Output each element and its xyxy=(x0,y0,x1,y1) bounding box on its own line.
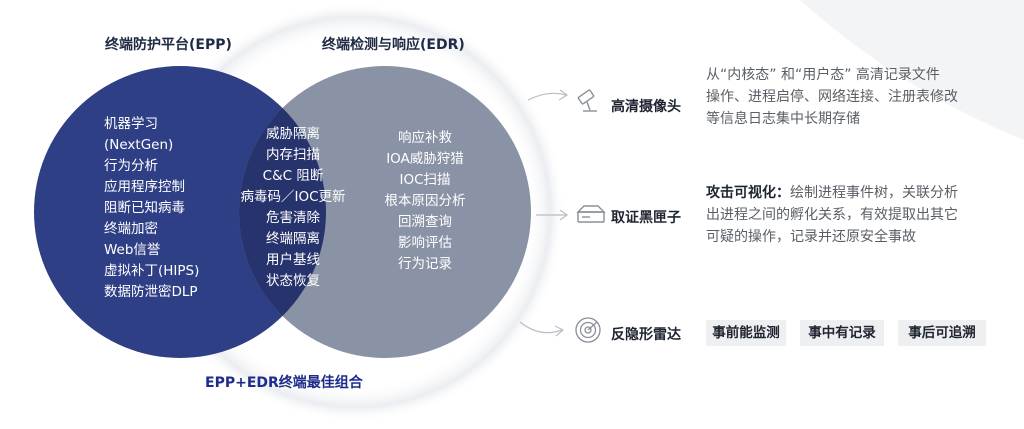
list-item: C&C 阻断 xyxy=(262,168,324,184)
list-item: 应用程序控制 xyxy=(104,179,185,195)
feature-label-radar: 反隐形雷达 xyxy=(611,327,681,343)
list-item: 病毒码／IOC更新 xyxy=(240,189,346,205)
corner-shade xyxy=(800,0,1024,140)
camera-icon xyxy=(577,89,597,112)
connector-1 xyxy=(527,92,567,101)
desc-line: 等信息日志集中长期存储 xyxy=(706,111,860,127)
tag-during: 事中有记录 xyxy=(800,320,884,346)
list-item: 行为分析 xyxy=(104,158,158,174)
desc-line: 从“内核态” 和“用户态” 高清记录文件 xyxy=(706,67,940,83)
desc-highlight: 攻击可视化： xyxy=(706,185,790,201)
list-item: (NextGen) xyxy=(104,137,174,153)
list-item: 回溯查询 xyxy=(398,214,452,230)
connector-3-arrow xyxy=(554,325,565,337)
list-item: 虚拟补丁(HIPS) xyxy=(104,263,200,279)
list-item: 机器学习 xyxy=(104,116,158,132)
epp-title: 终端防护平台(EPP) xyxy=(105,37,232,53)
desc-line: 出进程之间的孵化关系，有效提取出其它 xyxy=(706,207,958,223)
blackbox-icon xyxy=(576,205,606,223)
tag-after: 事后可追溯 xyxy=(898,320,986,346)
list-item: 响应补救 xyxy=(398,130,452,146)
feature-desc-blackbox: 攻击可视化：绘制进程事件树，关联分析 出进程之间的孵化关系，有效提取出其它 可疑… xyxy=(706,182,1006,248)
list-item: IOA威胁狩猎 xyxy=(386,151,464,167)
overlap-list: 威胁隔离 内存扫描 C&C 阻断 病毒码／IOC更新 危害清除 终端隔离 用户基… xyxy=(228,124,358,292)
feature-label-blackbox: 取证黑匣子 xyxy=(611,210,681,226)
edr-title: 终端检测与响应(EDR) xyxy=(322,37,465,53)
connector-3 xyxy=(519,321,563,334)
list-item: 终端加密 xyxy=(104,221,158,237)
desc-line: 操作、进程启停、网络连接、注册表修改 xyxy=(706,89,958,105)
epp-list: 机器学习 (NextGen) 行为分析 应用程序控制 阻断已知病毒 终端加密 W… xyxy=(104,114,199,303)
list-item: 状态恢复 xyxy=(266,273,320,289)
edr-circle xyxy=(239,66,531,358)
list-item: 影响评估 xyxy=(398,235,452,251)
edr-list: 响应补救 IOA威胁狩猎 IOC扫描 根本原因分析 回溯查询 影响评估 行为记录 xyxy=(370,128,480,275)
list-item: 终端隔离 xyxy=(266,231,320,247)
desc-line: 可疑的操作，记录并还原安全事故 xyxy=(706,229,916,245)
list-item: 用户基线 xyxy=(266,252,320,268)
list-item: 危害清除 xyxy=(266,210,320,226)
connector-1-arrow xyxy=(558,89,569,101)
list-item: IOC扫描 xyxy=(399,172,451,188)
desc-line: 绘制进程事件树，关联分析 xyxy=(790,185,958,201)
list-item: 根本原因分析 xyxy=(384,193,466,209)
list-item: 阻断已知病毒 xyxy=(104,200,185,216)
list-item: 内存扫描 xyxy=(266,147,320,163)
radar-icon xyxy=(575,317,601,343)
list-item: 数据防泄密DLP xyxy=(104,284,198,300)
tag-before: 事前能监测 xyxy=(706,320,786,346)
feature-desc-camera: 从“内核态” 和“用户态” 高清记录文件 操作、进程启停、网络连接、注册表修改 … xyxy=(706,64,1006,130)
epp-circle xyxy=(34,66,326,358)
combo-caption: EPP+EDR终端最佳组合 xyxy=(205,375,363,391)
list-item: 行为记录 xyxy=(398,256,452,272)
list-item: Web信誉 xyxy=(104,242,161,258)
connector-2-arrow xyxy=(559,209,569,221)
feature-label-camera: 高清摄像头 xyxy=(611,99,681,115)
list-item: 威胁隔离 xyxy=(266,126,320,142)
